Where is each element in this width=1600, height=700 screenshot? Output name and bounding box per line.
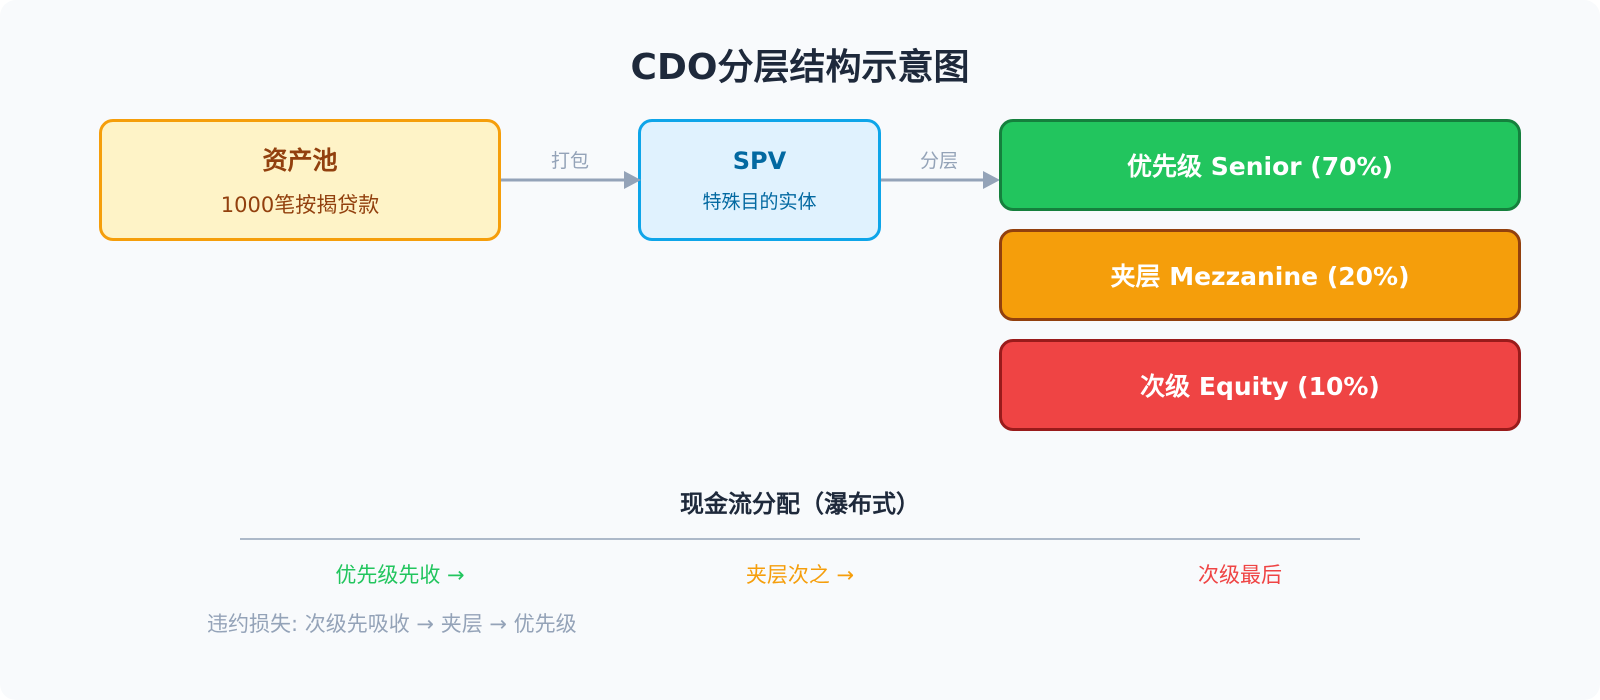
package-arrowhead-icon (624, 171, 641, 189)
default-loss-note: 违约损失: 次级先吸收 → 夹层 → 优先级 (207, 612, 577, 636)
diagram-title: CDO分层结构示意图 (630, 47, 970, 88)
tranche-arrow-label: 分层 (919, 150, 958, 172)
package-arrow-label: 打包 (550, 150, 589, 172)
asset-pool-detail: 1000笔按揭贷款 (220, 193, 380, 217)
cash-flow-step-equity: 次级最后 (1198, 563, 1282, 587)
tranche-arrowhead-icon (983, 171, 1000, 189)
mezzanine-tranche-box: 夹层 Mezzanine (20%) (999, 229, 1521, 321)
cash-flow-title: 现金流分配（瀑布式） (680, 490, 920, 518)
equity-tranche-box: 次级 Equity (10%) (999, 339, 1521, 431)
spv-detail: 特殊目的实体 (702, 190, 817, 213)
asset-pool-name: 资产池 (262, 146, 338, 175)
cash-flow-step-senior: 优先级先收 → (335, 563, 465, 587)
spv-name: SPV (732, 146, 787, 175)
cash-flow-step-mezzanine: 夹层次之 → (745, 563, 855, 587)
senior-tranche-box: 优先级 Senior (70%) (999, 119, 1521, 211)
asset-pool-box: 资产池 1000笔按揭贷款 (99, 119, 501, 241)
